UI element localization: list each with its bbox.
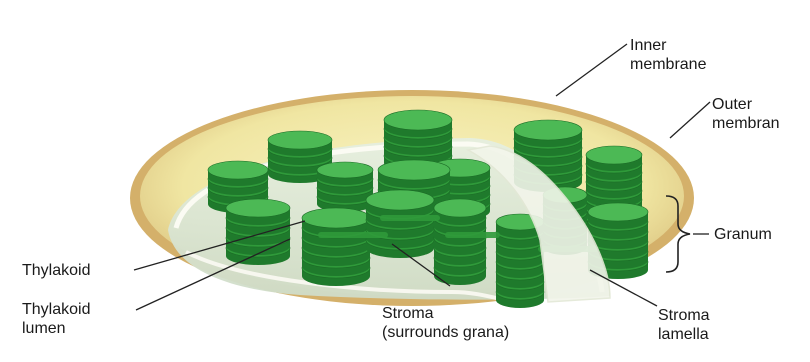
thylakoid-disc xyxy=(268,131,332,149)
thylakoid-disc xyxy=(366,190,434,210)
label-stroma-line2: (surrounds grana) xyxy=(382,323,509,342)
label-outer-membrane-line2: membran xyxy=(712,114,780,133)
granum-4 xyxy=(434,199,486,285)
thylakoid-disc xyxy=(378,160,450,180)
thylakoid-disc xyxy=(302,208,370,228)
granum-1 xyxy=(302,208,370,286)
label-stroma-lamella: Stroma lamella xyxy=(658,306,710,344)
label-outer-membrane: Outer membran xyxy=(712,95,780,133)
label-thylakoid-lumen: Thylakoid lumen xyxy=(22,300,90,338)
label-thylakoid: Thylakoid xyxy=(22,261,90,280)
granum-0 xyxy=(226,199,290,265)
thylakoid-disc xyxy=(208,161,268,179)
label-inner-membrane-line1: Inner xyxy=(630,36,706,55)
thylakoid-disc xyxy=(384,110,452,130)
label-stroma-lamella-line1: Stroma xyxy=(658,306,710,325)
thylakoid-disc xyxy=(317,162,373,178)
label-outer-membrane-line1: Outer xyxy=(712,95,780,114)
label-granum: Granum xyxy=(714,225,772,244)
thylakoid-disc xyxy=(226,199,290,217)
label-stroma: Stroma (surrounds grana) xyxy=(382,304,509,342)
granum-3 xyxy=(366,190,434,258)
thylakoid-disc xyxy=(588,203,648,221)
label-thylakoid-lumen-line2: lumen xyxy=(22,319,90,338)
label-stroma-line1: Stroma xyxy=(382,304,509,323)
thylakoid-disc xyxy=(586,146,642,164)
granum-back-5 xyxy=(317,162,373,212)
label-inner-membrane-line2: membrane xyxy=(630,55,706,74)
thylakoid-disc xyxy=(434,199,486,217)
label-inner-membrane: Inner membrane xyxy=(630,36,706,74)
label-stroma-lamella-line2: lamella xyxy=(658,325,710,344)
label-thylakoid-lumen-line1: Thylakoid xyxy=(22,300,90,319)
thylakoid-disc xyxy=(514,120,582,140)
